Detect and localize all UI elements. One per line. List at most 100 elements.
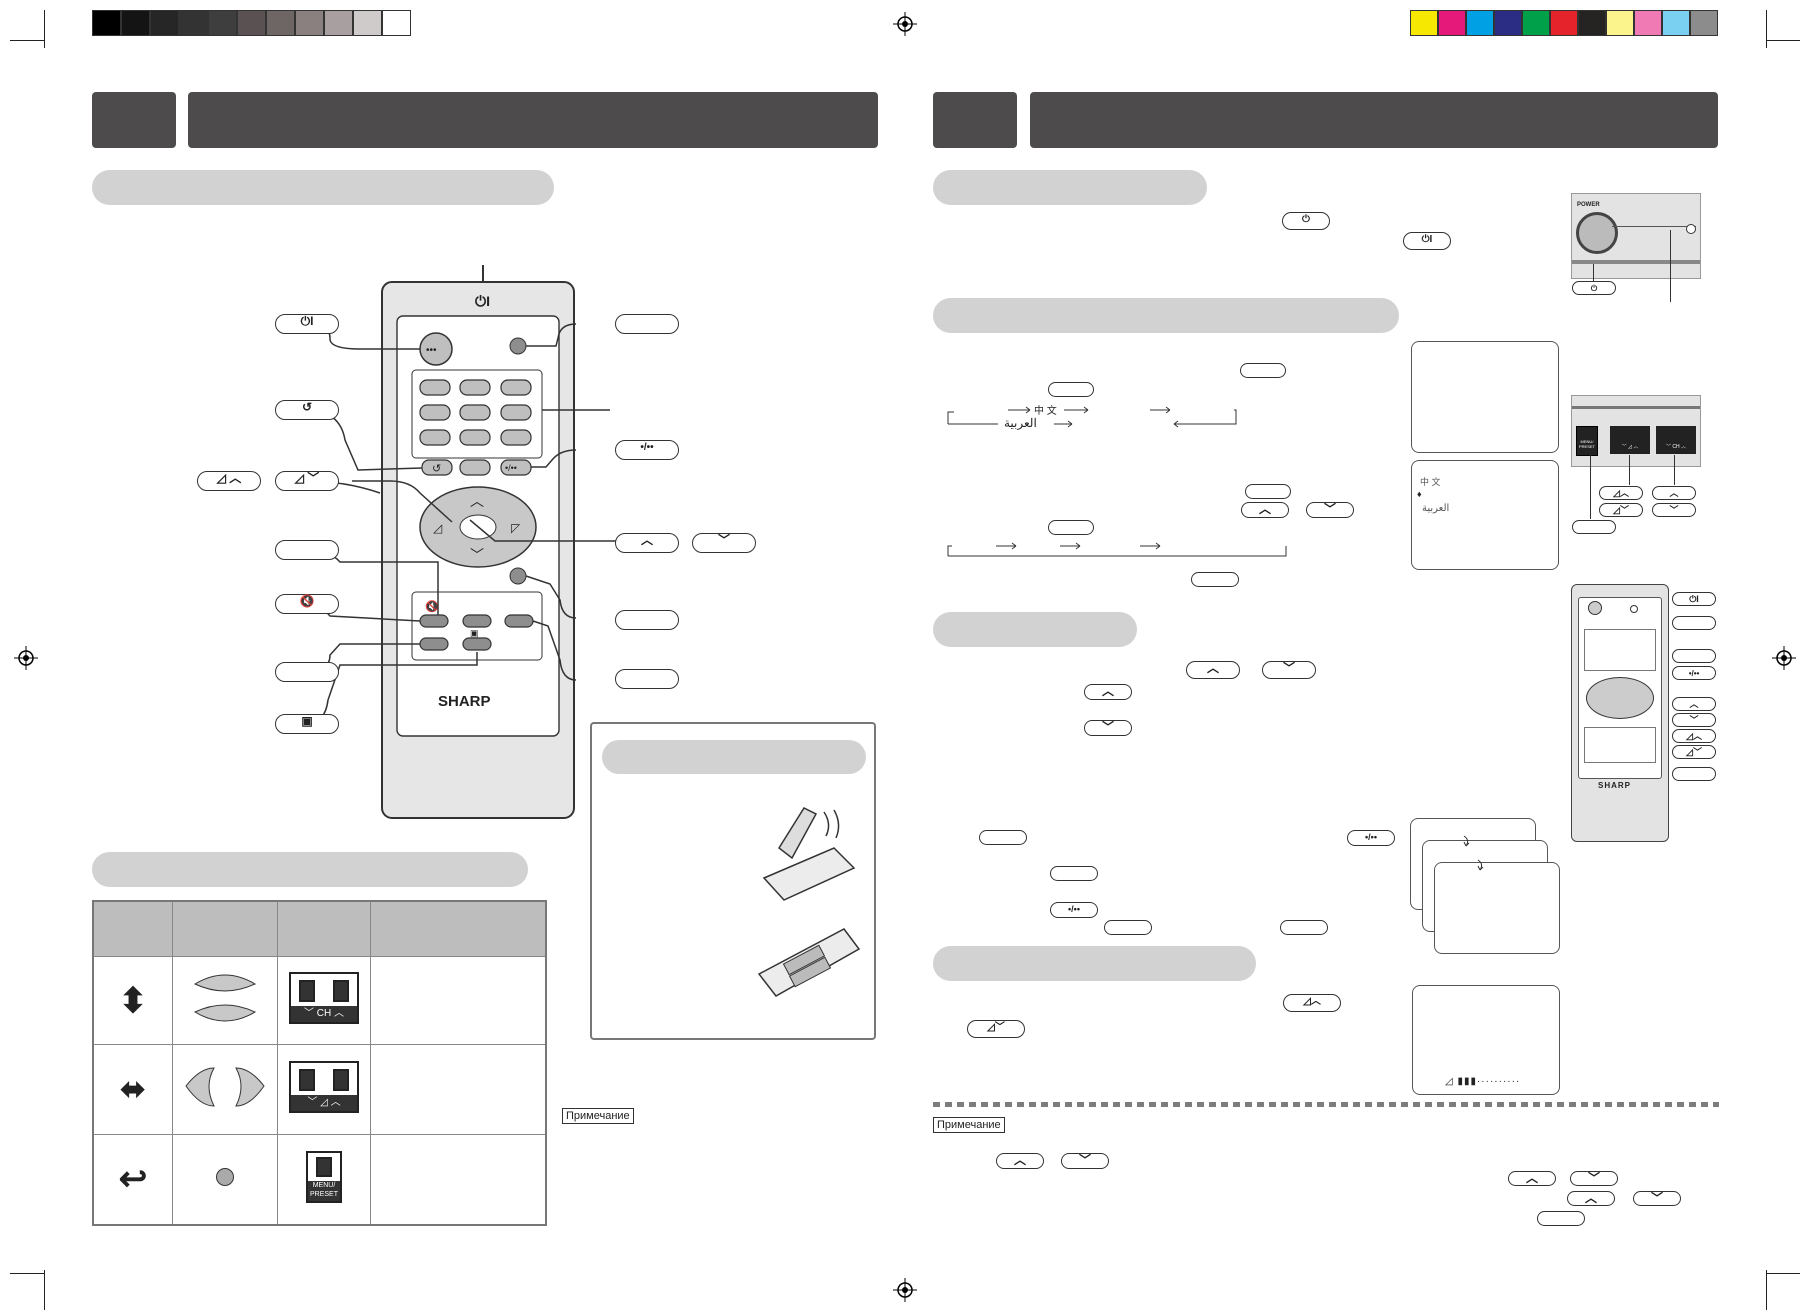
battery-cover-illustration <box>762 807 856 901</box>
battery-insert-illustration <box>757 928 861 997</box>
page-number-box-right <box>933 92 1017 148</box>
section-pill-volume <box>933 946 1256 981</box>
input-key-label <box>275 540 339 560</box>
preset-key-label <box>1050 866 1098 881</box>
crop-mark <box>44 1270 45 1310</box>
channel-up-key-icon: ︿ <box>1241 502 1289 518</box>
svg-text:﹀: ﹀ <box>470 547 484 563</box>
mini-remote-illustration: SHARP <box>1571 584 1669 842</box>
svg-text:•••: ••• <box>426 345 437 356</box>
table-cell-description <box>370 956 547 1045</box>
language-select-screen: 中 文 ♦ العربية <box>1411 460 1559 570</box>
color-swatch <box>1466 10 1494 36</box>
dashed-divider <box>933 1102 1719 1107</box>
key-label <box>1104 920 1152 935</box>
preset-key-label <box>1048 520 1094 535</box>
volume-level-bar: ◿ ▮▮▮·········· <box>1445 1076 1521 1087</box>
svg-text:︿: ︿ <box>470 493 484 509</box>
option-cycle-diagram <box>947 542 1287 557</box>
panel-ch-down-key: ﹀ <box>1652 503 1696 517</box>
panel-ch-keys: ﹀ CH ︿ <box>277 956 371 1045</box>
color-swatch <box>92 10 121 36</box>
remote-leftright-keys <box>172 1044 278 1135</box>
volume-down-key-icon: ◿﹀ <box>967 1020 1025 1038</box>
panel-menu-label: MENU/ PRESET <box>308 1180 340 1201</box>
svg-text:⏻I: ⏻I <box>475 293 490 309</box>
section-pill-channel <box>933 612 1137 647</box>
table-cell-description <box>370 1134 547 1225</box>
channel-down-key-icon: ﹀ <box>1306 502 1354 518</box>
channel-down-key-icon: ﹀ <box>1570 1171 1618 1186</box>
svg-text:▣: ▣ <box>470 628 479 638</box>
panel-menu-key-label <box>1572 520 1616 534</box>
mini-ch-up-key-label: ︿ <box>1672 697 1716 711</box>
menu-dot-icon <box>216 1167 234 1186</box>
color-swatch <box>179 10 208 36</box>
mini-ch-down-key-label: ﹀ <box>1672 713 1716 727</box>
color-swatch <box>1606 10 1634 36</box>
color-swatch <box>1634 10 1662 36</box>
sleep-key-label <box>615 314 679 334</box>
digit-key-label: •/•• <box>615 440 679 460</box>
digit-key-icon: •/•• <box>1347 830 1395 846</box>
dpad-leftright-icon <box>185 1067 265 1107</box>
registration-mark-top <box>893 12 917 36</box>
channel-up-key-label: ︿ <box>615 533 679 553</box>
digit-key-icon: •/•• <box>1050 902 1098 918</box>
table-header-cell <box>277 900 371 957</box>
channel-up-key-icon: ︿ <box>1186 661 1240 679</box>
color-swatch <box>1438 10 1466 36</box>
table-row: ↩ MENU/ PRESET <box>92 1134 547 1225</box>
panel-vol-down-key: ◿﹀ <box>1599 503 1643 517</box>
color-swatch <box>353 10 382 36</box>
crop-mark <box>1766 40 1800 41</box>
channel-up-key-icon: ︿ <box>1084 684 1132 700</box>
svg-text:◸: ◸ <box>511 521 521 535</box>
panel-vol-label: ﹀ ◿ ︿ <box>291 1095 357 1111</box>
svg-text:SHARP: SHARP <box>438 693 491 710</box>
color-swatch <box>208 10 237 36</box>
svg-text:↺: ↺ <box>432 463 441 475</box>
channel-down-key-label: ﹀ <box>692 533 756 553</box>
panel-power-key-label: ⏻ <box>1572 281 1616 295</box>
crop-mark <box>44 10 45 48</box>
page-title-bar-right <box>1030 92 1718 148</box>
table-header-cell <box>172 900 278 957</box>
note-tag-left: Примечание <box>562 1108 634 1124</box>
channel-down-key-icon: ﹀ <box>1084 720 1132 736</box>
screen-arabic-option: العربية <box>1422 503 1450 514</box>
updown-arrow-icon: ⬍ <box>92 956 173 1045</box>
color-swatch <box>1578 10 1606 36</box>
menu-key-label <box>979 830 1027 845</box>
color-swatch <box>1522 10 1550 36</box>
channel-screen-3 <box>1434 862 1560 954</box>
tv-video-key-label <box>275 662 339 682</box>
leftright-arrow-icon: ⬌ <box>92 1044 173 1135</box>
panel-menu-key: MENU/ PRESET <box>277 1134 371 1225</box>
mini-tv-key-label <box>1672 767 1716 781</box>
volume-screen: ◿ ▮▮▮·········· <box>1412 985 1560 1095</box>
channel-down-key-icon: ﹀ <box>1061 1153 1109 1169</box>
menu-key-label <box>1240 363 1286 378</box>
key-label <box>1537 1211 1585 1226</box>
battery-install-box <box>590 722 876 1040</box>
table-cell-description <box>370 1044 547 1135</box>
section-pill-language <box>933 298 1399 333</box>
screen-chinese-option: 中 文 <box>1420 477 1441 487</box>
dpad-updown-icon <box>193 974 257 1022</box>
table-row: ⬌ ﹀ ◿ ︿ <box>92 1044 547 1135</box>
color-swatch <box>1690 10 1718 36</box>
remote-control-diagram: ⏻I ••• ↺ •/•• ︿ ﹀ ◿ ◸ 🔇 ▣ SHARP <box>305 265 617 819</box>
mini-preset-key-label <box>1672 649 1716 663</box>
mini-digit-key-label: •/•• <box>1672 666 1716 680</box>
color-swatch <box>121 10 150 36</box>
crop-mark <box>1766 1273 1800 1274</box>
channel-up-key-icon: ︿ <box>1508 1171 1556 1186</box>
menu-key-label <box>615 610 679 630</box>
crop-mark <box>10 1273 44 1274</box>
language-menu-screen <box>1411 341 1559 453</box>
mini-remote-brand: SHARP <box>1598 781 1632 790</box>
color-swatch <box>324 10 353 36</box>
color-swatch <box>382 10 411 36</box>
controls-table: ⬍ ﹀ CH ︿ ⬌ ﹀ <box>92 900 547 1226</box>
